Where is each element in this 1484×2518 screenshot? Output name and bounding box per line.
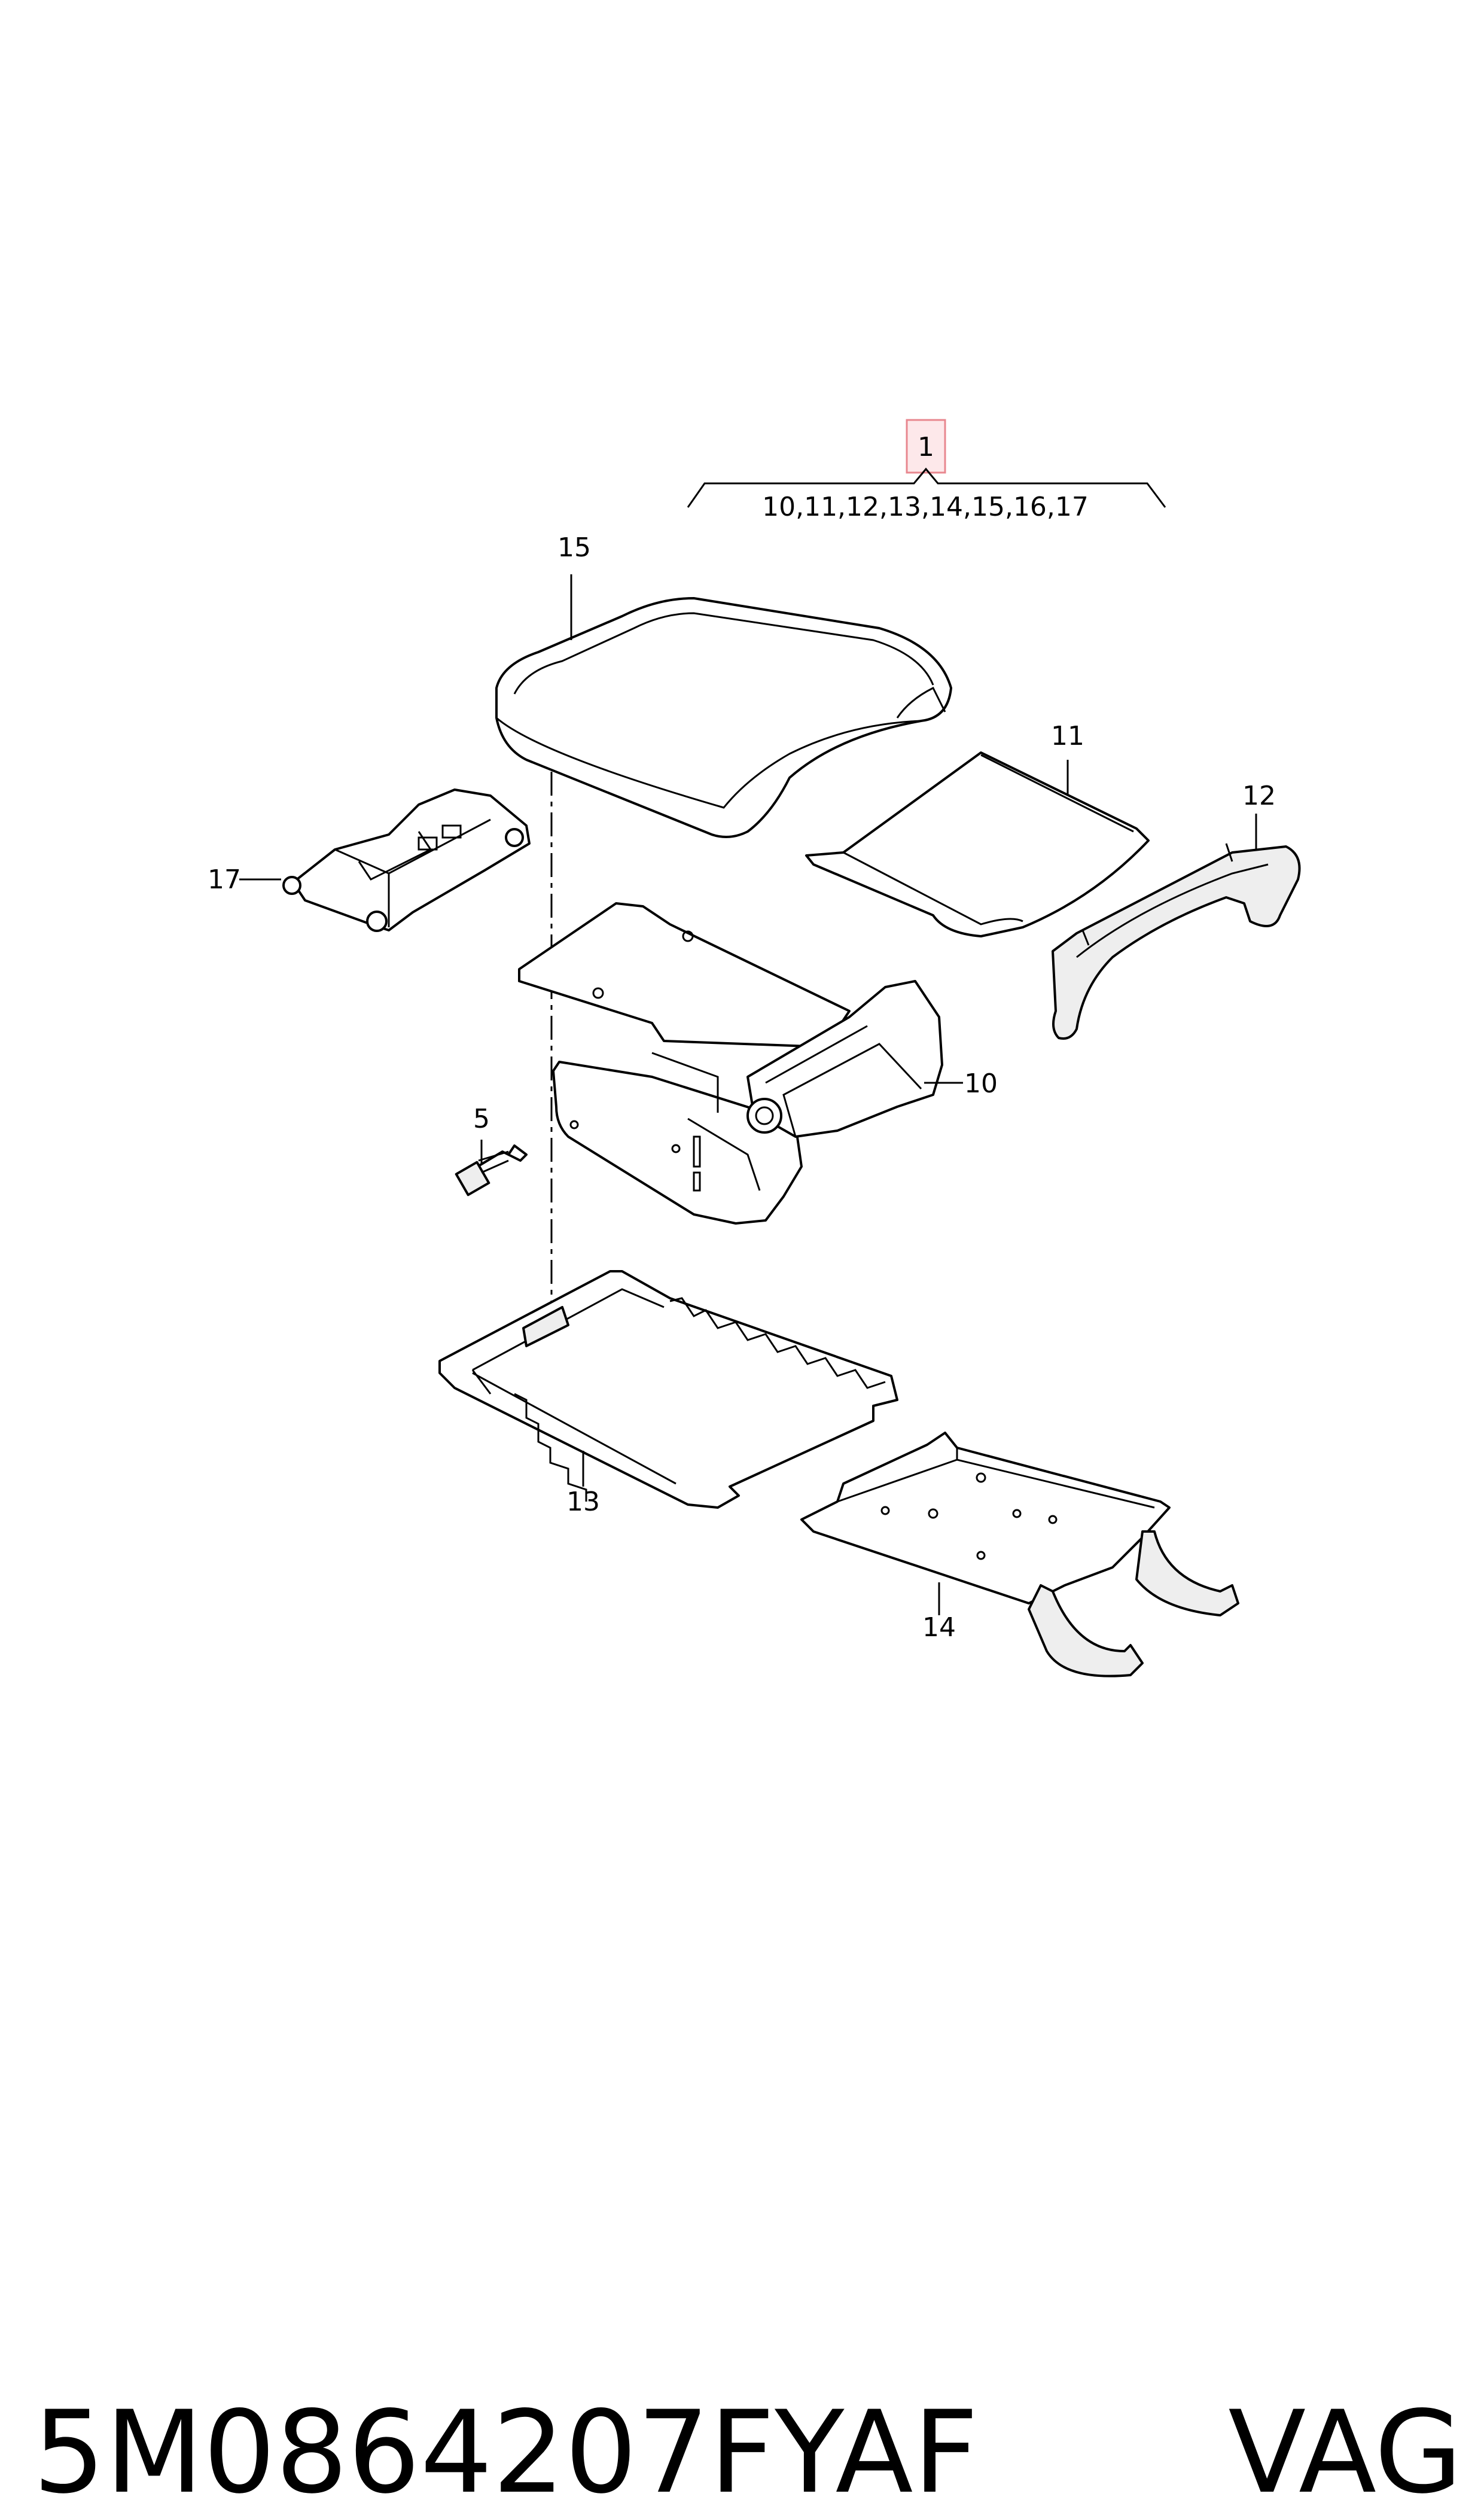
brand-label: VAG: [1228, 2386, 1462, 2518]
part-number: 5M0864207FYAF: [33, 2386, 979, 2518]
callout-5: 5: [473, 1104, 490, 1134]
part-10-armrest-frame: [518, 902, 943, 1225]
callout-12: 12: [1242, 781, 1276, 811]
part-14-bottom-bracket: [800, 1432, 1239, 1677]
assembly-callout: 1 10,11,12,13,14,15,16,17: [687, 419, 1166, 522]
assembly-sub-parts: 10,11,12,13,14,15,16,17: [762, 492, 1089, 522]
callout-15: 15: [557, 532, 591, 563]
part-15-armrest-lid: [495, 597, 952, 838]
assembly-label: 1: [918, 432, 934, 462]
part-17-hinge: [282, 788, 531, 932]
assembly-highlight-box: [906, 419, 946, 474]
callout-11: 11: [1051, 721, 1084, 751]
part-12-side-trim: [1052, 843, 1301, 1040]
callout-17: 17: [208, 864, 241, 895]
callout-10: 10: [964, 1068, 998, 1099]
callout-14: 14: [922, 1612, 956, 1643]
part-11-lid-pad: [805, 751, 1150, 937]
part-13-base-tray: [438, 1270, 898, 1509]
assembly-bracket: [687, 467, 1166, 508]
part-5-screw: [455, 1144, 528, 1196]
callout-13: 13: [566, 1487, 600, 1517]
